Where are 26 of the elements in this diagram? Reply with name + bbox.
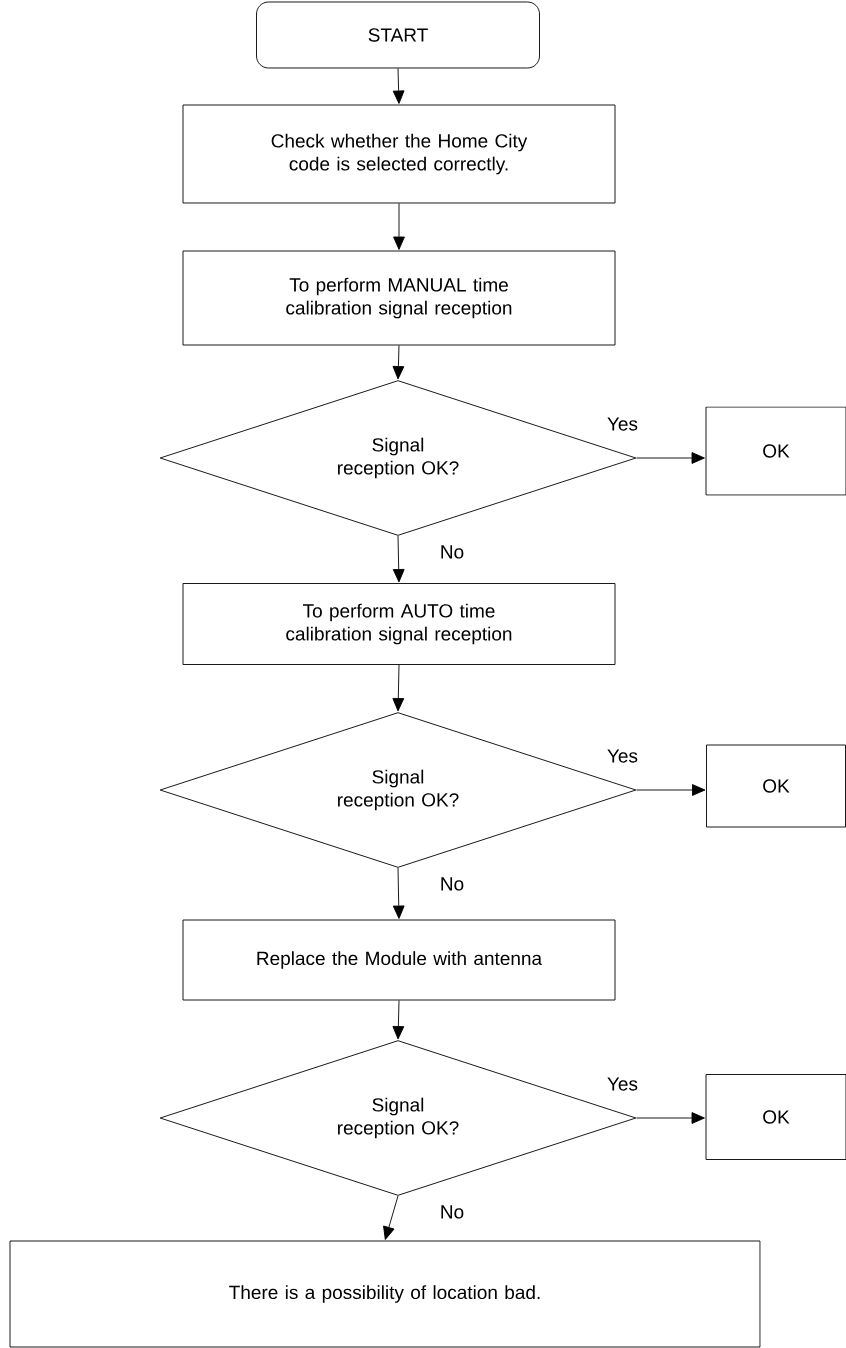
process-box: OK <box>705 406 846 496</box>
start-terminal: START <box>256 1 540 69</box>
edge-label: Yes <box>607 1077 638 1091</box>
process-box: There is a possibility of location bad. <box>9 1240 761 1348</box>
process-box: Replace the Module with antenna <box>182 919 616 1001</box>
arrow <box>392 535 405 583</box>
arrow <box>392 664 405 712</box>
edge-label: No <box>441 545 464 559</box>
process-box: To perform MANUAL time calibration signal reception <box>182 250 616 346</box>
arrow <box>392 867 405 919</box>
edge-label: Yes <box>607 749 638 763</box>
edge-label: No <box>441 877 464 891</box>
arrow <box>636 1112 705 1124</box>
process-box: To perform AUTO time calibration signal reception <box>182 583 616 665</box>
arrow <box>392 345 405 380</box>
arrow <box>392 68 405 104</box>
edge-label: No <box>441 1205 464 1219</box>
edge-label: Yes <box>607 417 638 431</box>
arrow <box>636 452 705 464</box>
process-box: Check whether the Home City code is selected correctly. <box>182 104 616 204</box>
process-box: OK <box>706 744 846 828</box>
arrow <box>392 1000 405 1040</box>
process-box: OK <box>705 1074 846 1160</box>
arrow <box>636 784 706 796</box>
arrow <box>383 1195 399 1240</box>
arrow <box>393 203 405 250</box>
